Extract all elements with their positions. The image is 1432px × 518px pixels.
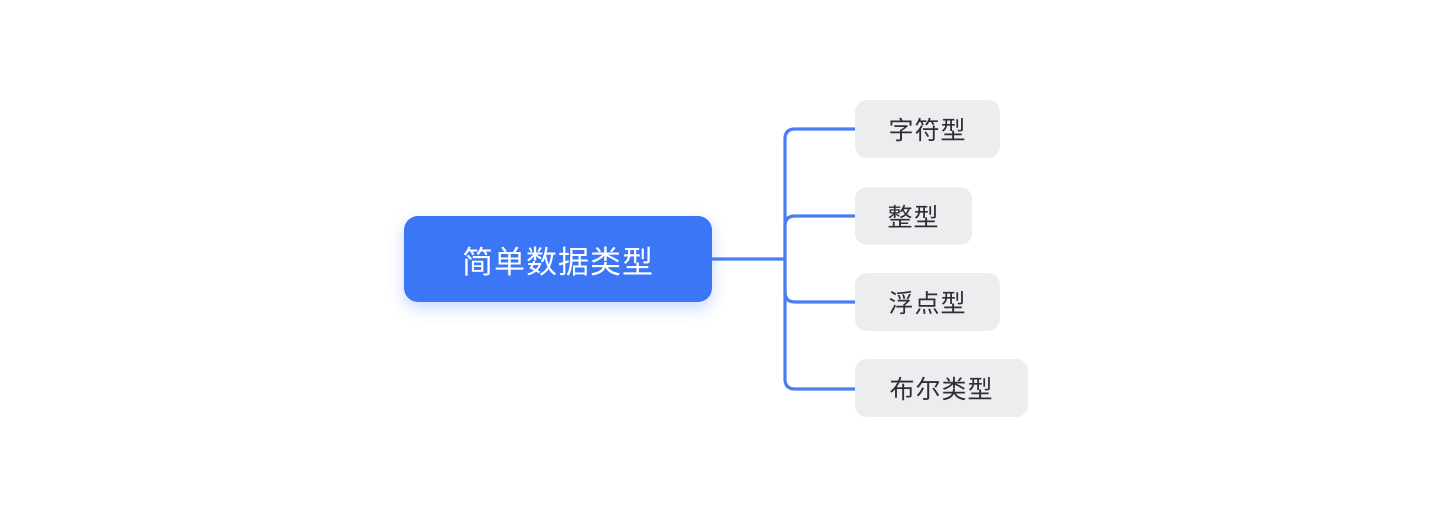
connector-branch-3 [783,257,857,391]
mindmap-child-label-0: 字符型 [888,117,967,145]
mindmap-child-label-3: 布尔类型 [889,376,994,404]
mindmap-root-label: 简单数据类型 [462,244,654,280]
connector-branch-0 [783,127,857,261]
connector-branch-2 [783,257,857,304]
mindmap-root-node[interactable]: 简单数据类型 [404,216,712,302]
mindmap-child-label-2: 浮点型 [888,290,967,318]
mindmap-child-label-1: 整型 [887,204,940,232]
mindmap-child-node-2[interactable]: 浮点型 [855,273,1000,331]
connector-branch-1 [783,214,857,261]
mindmap-child-node-3[interactable]: 布尔类型 [855,359,1028,417]
mindmap-child-node-1[interactable]: 整型 [855,187,972,245]
mindmap-child-node-0[interactable]: 字符型 [855,100,1000,158]
